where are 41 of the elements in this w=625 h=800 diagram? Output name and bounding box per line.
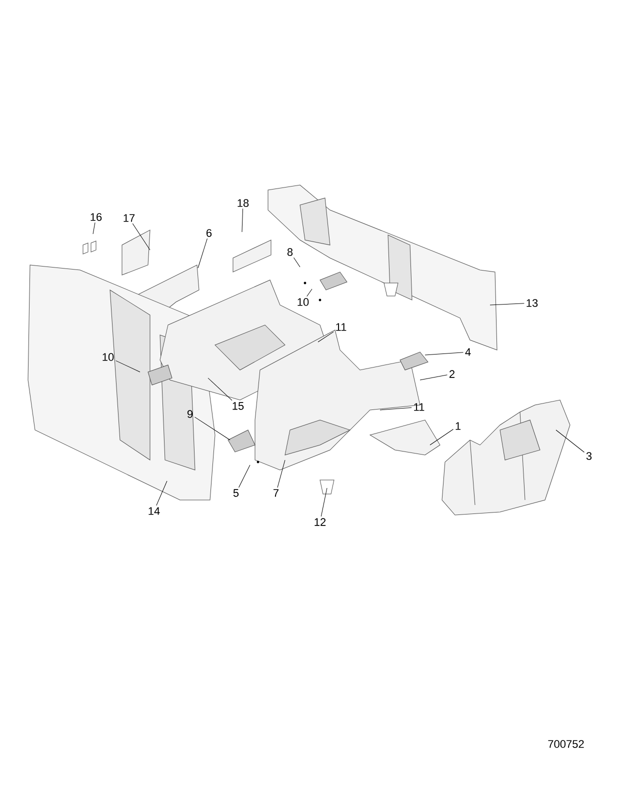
leader-line	[556, 430, 584, 452]
callout-number: 11	[414, 403, 424, 411]
callout-number: 18	[238, 199, 249, 207]
drawing-number: 700752	[548, 740, 584, 748]
leader-line	[198, 238, 208, 268]
callout-number: 4	[465, 348, 471, 356]
callout-number: 13	[526, 299, 538, 307]
leader-line	[242, 208, 244, 232]
leader-line	[92, 222, 96, 234]
leader-line	[420, 374, 448, 380]
callout-number: 14	[148, 507, 160, 515]
callout-number: 12	[314, 518, 326, 526]
callout-number: 8	[287, 248, 293, 256]
leader-line	[194, 416, 230, 440]
callout-number: 11	[336, 323, 346, 331]
leader-line	[318, 332, 334, 342]
callout-number: 1	[456, 422, 461, 430]
callout-number: 5	[233, 489, 239, 497]
leader-line	[320, 488, 328, 517]
leader-line	[116, 360, 140, 372]
callout-number: 6	[206, 229, 212, 237]
callout-number: 17	[124, 214, 135, 222]
callout-number: 2	[450, 370, 454, 378]
leader-line	[238, 464, 250, 488]
leader-line	[490, 303, 524, 306]
leader-line	[277, 460, 286, 488]
callout-number: 15	[232, 402, 244, 410]
leader-line	[208, 378, 232, 401]
callout-number: 10	[298, 298, 309, 306]
leader-line	[132, 223, 150, 250]
leader-line	[156, 480, 168, 506]
callout-number: 10	[102, 353, 114, 361]
callout-number: 16	[90, 213, 102, 221]
leader-line	[430, 428, 454, 446]
callout-number: 9	[187, 410, 193, 418]
leader-line	[424, 352, 464, 356]
leader-line	[293, 257, 300, 268]
leader-line	[306, 288, 312, 297]
leader-line	[380, 407, 412, 410]
callout-number: 7	[274, 489, 278, 497]
callout-number: 3	[586, 452, 592, 460]
